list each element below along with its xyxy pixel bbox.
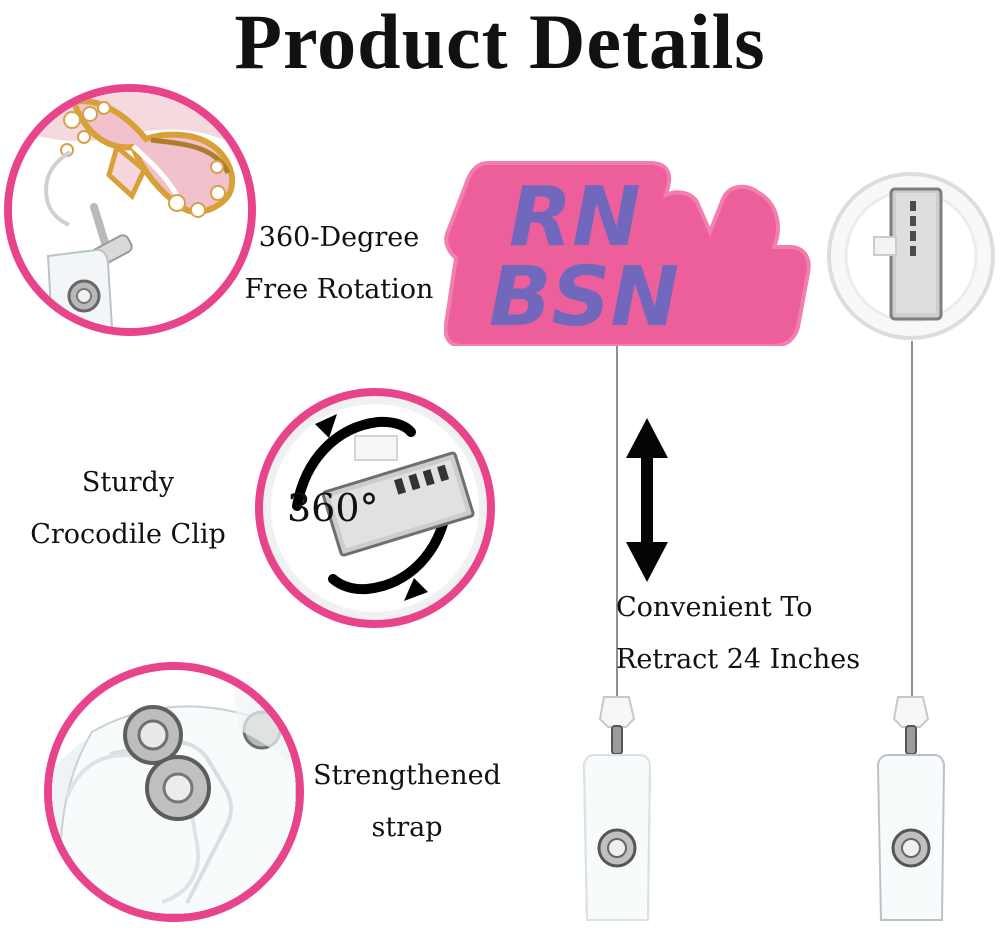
crocodile-clip-detail-circle bbox=[255, 388, 495, 628]
rotation-detail-circle bbox=[4, 84, 256, 336]
strap-line-1: Strengthened bbox=[313, 760, 501, 791]
degree-indicator-text: 360° bbox=[287, 486, 379, 530]
badge-rn-text: RN bbox=[509, 170, 641, 265]
reel-back-disc bbox=[826, 171, 996, 341]
rotation-line-2: Free Rotation bbox=[244, 274, 434, 305]
crocodile-clip-image bbox=[267, 400, 483, 616]
double-arrow-icon bbox=[626, 418, 668, 582]
retract-feature-label: Convenient To Retract 24 Inches bbox=[616, 582, 916, 686]
rn-bsn-glitter-badge: RN BSN bbox=[444, 161, 811, 346]
rotation-line-1: 360-Degree bbox=[258, 222, 420, 253]
strap-detail-circle bbox=[44, 662, 304, 922]
badge-bsn-text: BSN bbox=[489, 250, 679, 345]
product-details-title: Product Details bbox=[234, 0, 766, 85]
clip-line-1: Sturdy bbox=[81, 467, 175, 498]
badge-clip-left bbox=[582, 696, 652, 921]
rotation-feature-label: 360-Degree Free Rotation bbox=[224, 212, 454, 316]
clip-line-2: Crocodile Clip bbox=[30, 519, 226, 550]
strap-line-2: strap bbox=[371, 812, 443, 843]
rhinestone-bow-detail-image bbox=[12, 92, 248, 328]
badge-clip-right bbox=[876, 696, 946, 921]
retract-line-1: Convenient To bbox=[616, 592, 813, 623]
clip-feature-label: Sturdy Crocodile Clip bbox=[4, 457, 252, 561]
retractable-cord-left bbox=[616, 346, 618, 711]
retract-line-2: Retract 24 Inches bbox=[616, 644, 861, 675]
strap-feature-label: Strengthened strap bbox=[296, 750, 518, 854]
strengthened-strap-image bbox=[52, 670, 296, 914]
retractable-cord-right bbox=[911, 341, 913, 711]
